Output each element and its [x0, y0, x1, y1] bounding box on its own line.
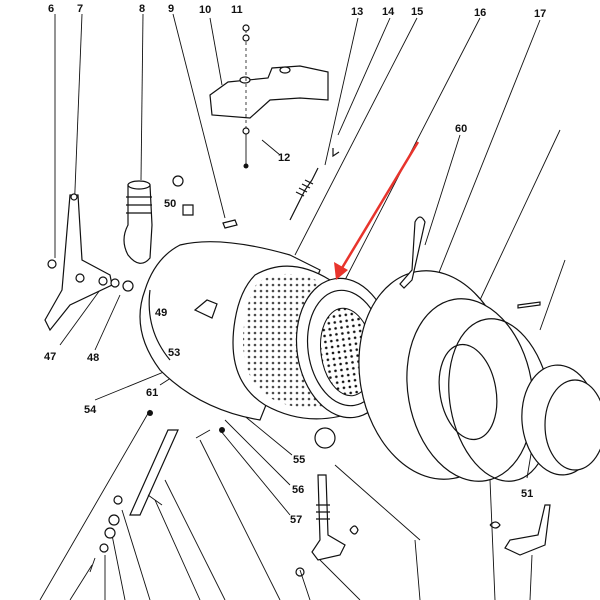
label-12: 12 [278, 152, 290, 164]
clip-14 [332, 148, 340, 158]
label-14: 14 [382, 6, 395, 18]
label-10: 10 [199, 4, 211, 16]
label-53: 53 [168, 347, 180, 359]
label-16: 16 [474, 7, 486, 19]
label-15: 15 [411, 6, 423, 18]
label-47: 47 [44, 351, 56, 363]
suspension-arm [44, 193, 134, 332]
label-9: 9 [168, 3, 174, 15]
label-60: 60 [455, 123, 467, 135]
label-49: 49 [155, 307, 167, 319]
perforated-drum [232, 265, 395, 420]
label-55: 55 [293, 454, 305, 466]
label-50: 50 [164, 198, 176, 210]
label-7: 7 [77, 3, 83, 15]
label-48: 48 [87, 352, 99, 364]
label-61: 61 [146, 387, 158, 399]
door-gasket [358, 270, 600, 482]
label-57: 57 [290, 514, 302, 526]
motor-bracket [209, 24, 329, 169]
part-labels: 6 7 8 9 10 11 12 13 14 15 16 17 60 50 49… [44, 3, 546, 526]
label-17: 17 [534, 8, 546, 20]
label-6: 6 [48, 3, 54, 15]
lower-parts [89, 410, 551, 577]
bellows-part [123, 180, 153, 264]
label-13: 13 [351, 6, 363, 18]
highlight-arrow [334, 141, 420, 280]
label-56: 56 [292, 484, 304, 496]
label-51: 51 [521, 488, 533, 500]
hinge-pin [399, 216, 426, 289]
label-11: 11 [231, 4, 243, 16]
label-8: 8 [139, 3, 145, 15]
spring [289, 167, 319, 221]
label-54: 54 [84, 404, 97, 416]
